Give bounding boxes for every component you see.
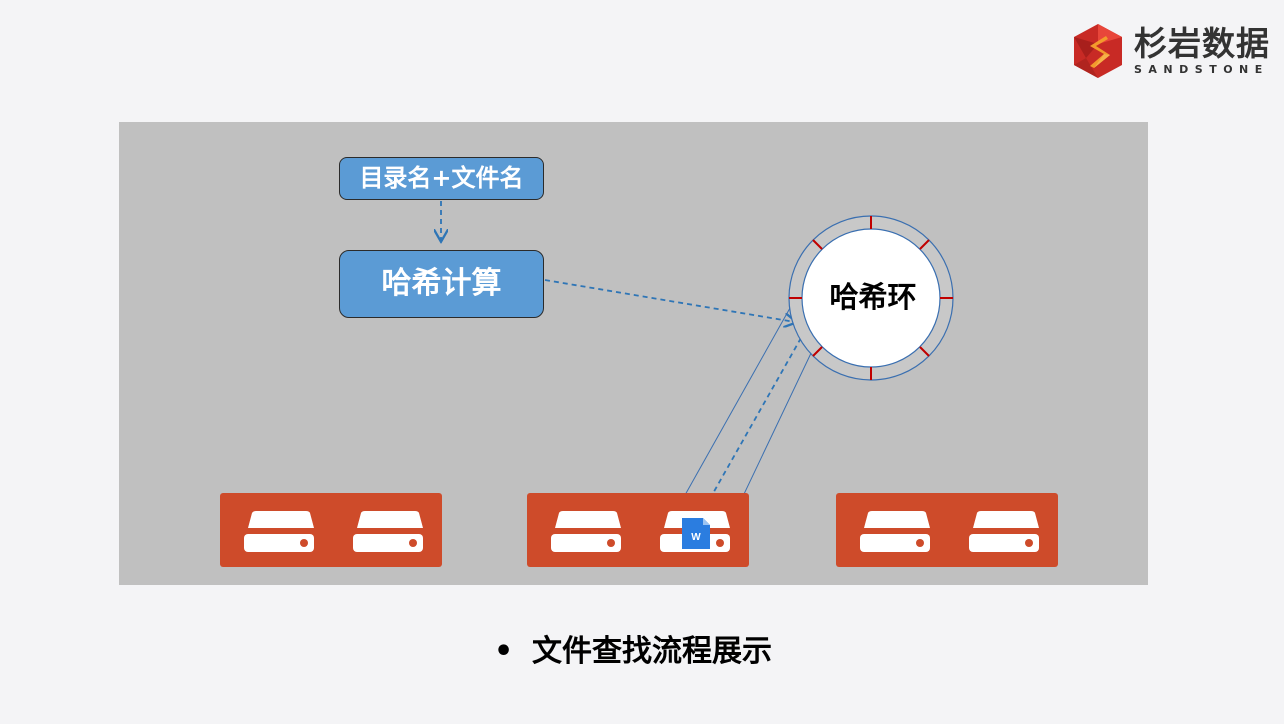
server-group-3 <box>836 493 1058 567</box>
disk-icon <box>969 511 1039 552</box>
word-file-icon: W <box>682 518 710 549</box>
caption-text: 文件查找流程展示 <box>532 634 772 669</box>
arrow-hash-to-ring <box>544 279 795 322</box>
server-group-1 <box>220 493 442 567</box>
disk-icon <box>860 511 930 552</box>
disk-icon <box>244 511 314 552</box>
sandstone-logo-icon <box>1074 24 1122 78</box>
slide-caption: • 文件查找流程展示 <box>494 632 772 672</box>
arrow-ring-to-file <box>699 337 802 518</box>
logo-name: 杉岩数据 <box>1134 24 1270 63</box>
directory-file-name-box: 目录名+文件名 <box>339 157 544 200</box>
hash-ring-label: 哈希环 <box>829 280 917 314</box>
svg-text:W: W <box>691 532 701 543</box>
logo-subtitle: SANDSTONE <box>1134 63 1269 76</box>
diagram-panel: 目录名+文件名 哈希计算 哈希环 <box>119 122 1148 585</box>
server-group-2: W <box>527 493 749 567</box>
hash-calculation-box: 哈希计算 <box>339 250 544 318</box>
hash-ring <box>788 215 954 381</box>
disk-icon <box>551 511 621 552</box>
disk-icon <box>353 511 423 552</box>
sandstone-logo: 杉岩数据 SANDSTONE <box>1072 22 1272 80</box>
diagram-connectors <box>119 201 954 537</box>
caption-bullet: • <box>494 634 514 669</box>
